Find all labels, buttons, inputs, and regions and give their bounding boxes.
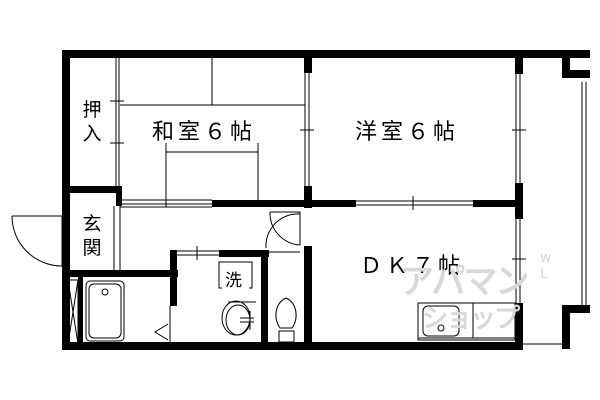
- room-label-youshitsu: 洋室６帖: [355, 120, 460, 145]
- youshitsu-dk-door: [355, 196, 473, 210]
- washbasin: [221, 300, 256, 336]
- wall-youshitsu-bottom-left: [304, 200, 356, 207]
- wall-entry-door-top: [62, 193, 70, 216]
- wall-east-top: [515, 50, 523, 74]
- wall-divider-top: [304, 57, 312, 73]
- wall-divider-bottom: [304, 186, 312, 208]
- toilet: [275, 297, 297, 343]
- wall-bath-right: [170, 250, 177, 306]
- wall-balcony-notch-bottom: [562, 305, 570, 349]
- balcony: [522, 82, 587, 345]
- wall-balcony-notch-bottom-h: [562, 305, 590, 313]
- wall-wash-top: [219, 250, 269, 257]
- washitsu-hall-door: [120, 199, 212, 208]
- wall-top: [62, 50, 590, 58]
- entrance-door: [11, 215, 63, 267]
- wall-wash-toilet: [261, 250, 268, 345]
- wall-east-bottom: [515, 303, 523, 350]
- closet-sliding-door: [110, 57, 124, 188]
- watermark-line2: ショップ: [422, 304, 520, 334]
- wall-bottom: [62, 342, 522, 350]
- watermark-mark2: L: [540, 266, 548, 282]
- wall-youshitsu-bottom-right: [473, 200, 523, 207]
- wall-entry-bottom: [62, 270, 178, 277]
- room-label-dk: ＤＫ７帖: [360, 254, 465, 279]
- room-divider-sliding-door: [300, 72, 314, 186]
- washing-machine-space: [218, 261, 253, 289]
- wall-balcony-notch-top: [562, 50, 570, 75]
- toilet-door: [265, 211, 301, 253]
- watermark-mark1: w: [540, 250, 552, 266]
- wall-hall-dk: [304, 246, 312, 350]
- bathtub: [85, 280, 125, 342]
- watermark-line1: アパマン: [400, 262, 529, 302]
- room-label-genkan: 玄関: [82, 213, 102, 259]
- windows-east: [512, 74, 526, 305]
- wall-closet-bottom: [62, 186, 122, 193]
- wall-bath-inner: [78, 277, 83, 343]
- wall-washitsu-post: [116, 186, 122, 206]
- room-label-wash: 洗: [225, 271, 242, 291]
- room-label-washitsu: 和室６帖: [152, 120, 257, 145]
- washroom-sliding-door: [177, 246, 219, 260]
- room-label-oshiire: 押入: [82, 99, 102, 145]
- bathroom-door-marker: [154, 306, 171, 342]
- wall-balcony-notch-top-h: [562, 70, 590, 78]
- wall-washitsu-bottom: [212, 200, 312, 207]
- wall-east-mid: [515, 183, 523, 219]
- genkan-step: [113, 206, 121, 272]
- tatami-lines: [120, 57, 305, 207]
